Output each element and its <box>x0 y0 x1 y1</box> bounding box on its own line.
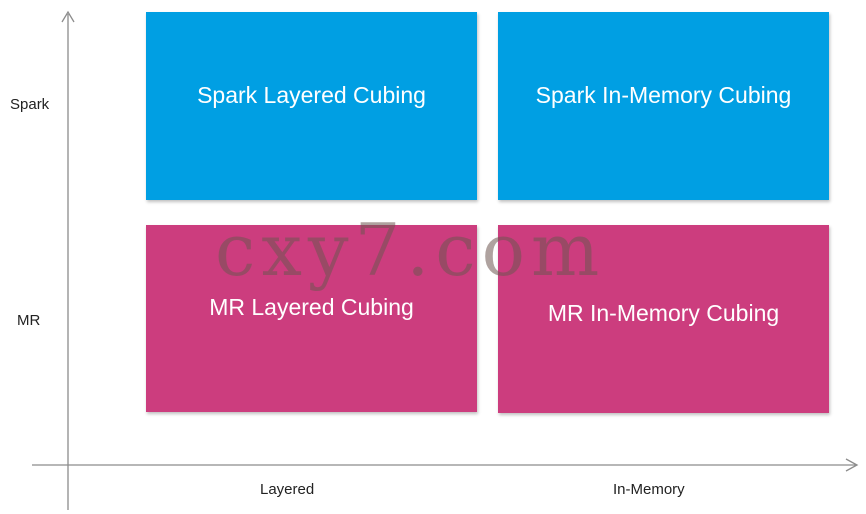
quadrant-label: MR In-Memory Cubing <box>547 299 780 326</box>
x-axis-label-inmemory: In-Memory <box>613 481 685 498</box>
y-axis-arrowhead <box>61 10 75 23</box>
quadrant-spark-inmemory: Spark In-Memory Cubing <box>498 12 829 200</box>
y-axis-label-mr: MR <box>17 312 41 329</box>
x-axis-label-layered: Layered <box>260 481 315 498</box>
quadrant-mr-layered: MR Layered Cubing <box>146 225 477 412</box>
quadrant-mr-inmemory: MR In-Memory Cubing <box>498 225 829 413</box>
quadrant-label: Spark Layered Cubing <box>197 81 426 108</box>
quadrant-spark-layered: Spark Layered Cubing <box>146 12 477 200</box>
x-axis-arrowhead <box>845 458 859 472</box>
y-axis-label-spark: Spark <box>10 96 50 113</box>
quadrant-label: MR Layered Cubing <box>209 294 414 320</box>
quadrant-label: Spark In-Memory Cubing <box>535 81 792 108</box>
